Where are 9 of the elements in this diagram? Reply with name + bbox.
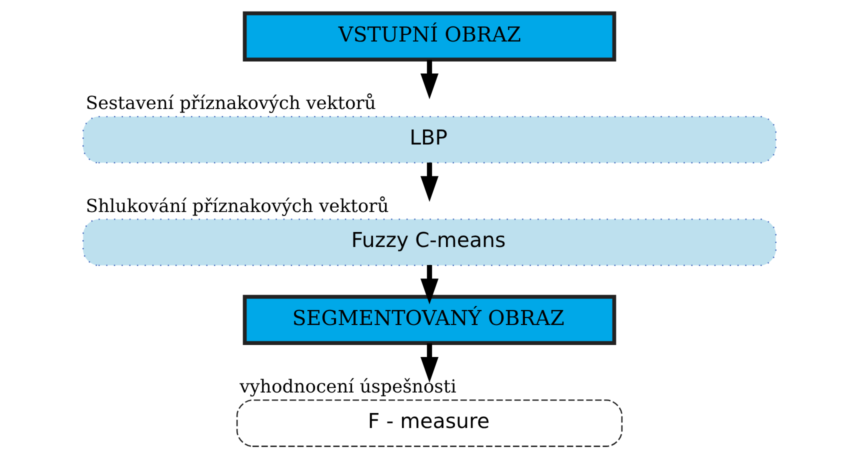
arrow [420,60,438,100]
arrow [420,265,438,304]
node-box: SEGMENTOVANÝ OBRAZ [242,294,616,345]
node-box: VSTUPNÍ OBRAZ [242,11,616,62]
arrow [420,162,438,202]
node-label: vyhodnocení úspešnosti [240,376,456,398]
node-label: Sestavení příznakových vektorů [86,93,376,114]
arrow [420,343,438,383]
node-label: Shlukování příznakových vektorů [86,196,389,217]
